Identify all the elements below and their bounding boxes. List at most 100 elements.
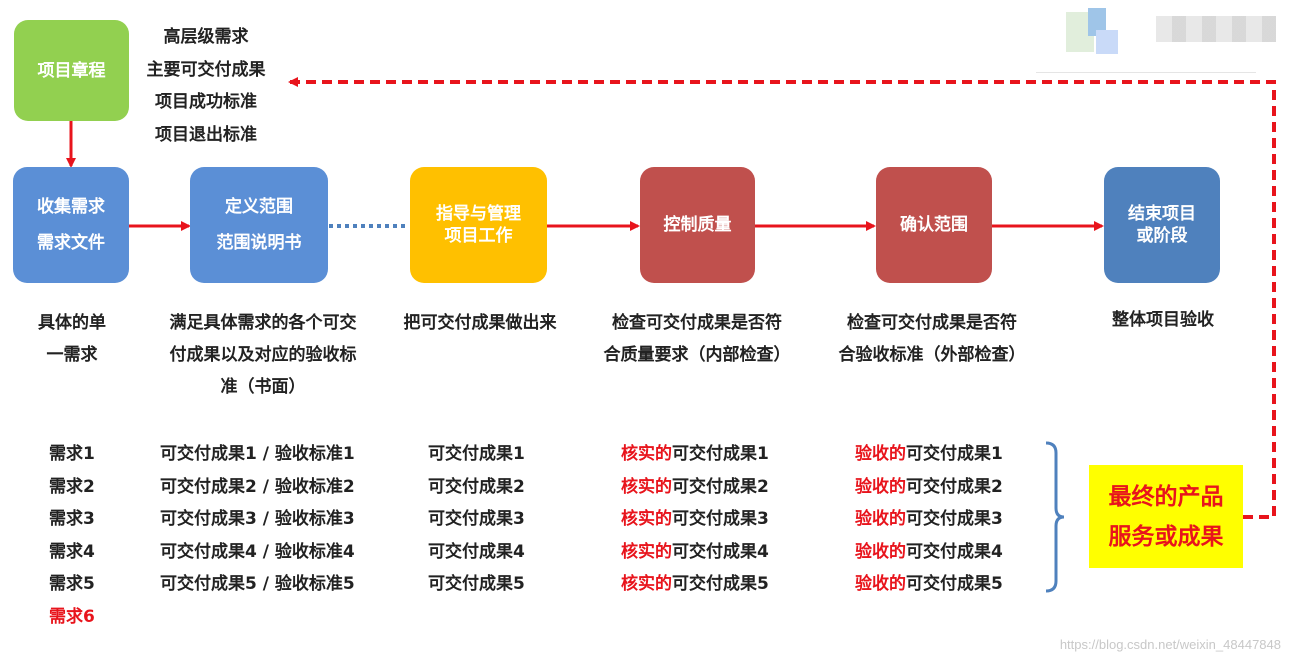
charter-output-item: 主要可交付成果 [146, 59, 266, 80]
validate-scope-desc: 检查可交付成果是否符 合验收标准（外部检查） [832, 307, 1032, 371]
direct-manage-desc: 把可交付成果做出来 [390, 307, 570, 339]
header-rule [1036, 72, 1256, 73]
requirements-list: 需求1 需求2 需求3 需求4 需求5 需求6 [49, 443, 95, 638]
desc-line: 检查可交付成果是否符 [847, 313, 1017, 333]
accepted-prefix: 验收的 [855, 541, 906, 562]
accepted-prefix: 验收的 [855, 476, 906, 497]
watermark-text: https://blog.csdn.net/weixin_48447848 [1059, 637, 1281, 652]
control-quality-box: 控制质量 [640, 167, 755, 283]
verified-item: 可交付成果5 [672, 574, 769, 594]
verified-item: 可交付成果4 [672, 541, 769, 562]
close-project-label: 结束项目 [1128, 204, 1196, 224]
list-item: 需求2 [49, 476, 95, 497]
collect-requirements-label: 收集需求 [37, 196, 105, 217]
desc-line: 付成果以及对应的验收标 [169, 345, 357, 365]
close-project-desc: 整体项目验收 [1095, 304, 1231, 336]
list-item: 可交付成果5 / 验收标准5 [160, 574, 355, 594]
accepted-item: 可交付成果3 [906, 509, 1003, 529]
verified-item: 可交付成果3 [672, 509, 769, 529]
list-item: 可交付成果5 [428, 574, 525, 594]
list-item: 核实的可交付成果4 [621, 541, 769, 574]
list-item: 需求1 [49, 444, 95, 464]
desc-line: 检查可交付成果是否符 [612, 313, 782, 333]
accepted-item: 可交付成果1 [906, 444, 1003, 464]
list-item: 可交付成果4 [428, 541, 525, 562]
accepted-bracket [1045, 441, 1065, 593]
accepted-prefix: 验收的 [855, 509, 906, 529]
direct-manage-work-box: 指导与管理 项目工作 [410, 167, 547, 283]
desc-line: 具体的单 [38, 313, 106, 333]
verified-prefix: 核实的 [621, 476, 672, 497]
new-requirement-item: 需求6 [49, 606, 95, 627]
scope-statement-label: 范围说明书 [216, 233, 302, 254]
desc-line: 满足具体需求的各个可交 [169, 313, 357, 333]
charter-output-item: 高层级需求 [163, 27, 249, 47]
verified-prefix: 核实的 [621, 541, 672, 562]
final-output-line: 最终的产品 [1108, 483, 1224, 510]
list-item: 可交付成果4 / 验收标准4 [160, 541, 355, 562]
charter-outputs: 高层级需求 主要可交付成果 项目成功标准 项目退出标准 [143, 26, 269, 156]
verified-item: 可交付成果1 [672, 444, 769, 464]
accepted-item: 可交付成果2 [906, 476, 1003, 497]
list-item: 核实的可交付成果1 [621, 443, 769, 476]
verified-prefix: 核实的 [621, 574, 672, 594]
define-scope-desc: 满足具体需求的各个可交 付成果以及对应的验收标 准（书面） [158, 307, 368, 403]
project-charter-box: 项目章程 [14, 20, 129, 121]
verified-prefix: 核实的 [621, 509, 672, 529]
deliverables-criteria-list: 可交付成果1 / 验收标准1 可交付成果2 / 验收标准2 可交付成果3 / 验… [160, 443, 355, 606]
accepted-item: 可交付成果5 [906, 574, 1003, 594]
accepted-item: 可交付成果4 [906, 541, 1003, 562]
control-quality-desc: 检查可交付成果是否符 合质量要求（内部检查） [597, 307, 797, 371]
accepted-deliverables-list: 验收的可交付成果1 验收的可交付成果2 验收的可交付成果3 验收的可交付成果4 … [855, 443, 1003, 606]
charter-output-item: 项目退出标准 [155, 124, 257, 145]
feedback-loop-line [288, 77, 1276, 519]
list-item: 验收的可交付成果4 [855, 541, 1003, 574]
validate-scope-label: 确认范围 [900, 215, 968, 235]
close-project-box: 结束项目 或阶段 [1104, 167, 1220, 283]
deliverables-list: 可交付成果1 可交付成果2 可交付成果3 可交付成果4 可交付成果5 [428, 443, 525, 606]
list-item: 需求5 [49, 574, 95, 594]
list-item: 可交付成果1 [428, 444, 525, 464]
desc-line: 整体项目验收 [1112, 310, 1214, 330]
collect-requirements-desc: 具体的单 一需求 [22, 307, 122, 371]
list-item: 可交付成果3 [428, 509, 525, 529]
list-item: 可交付成果3 / 验收标准3 [160, 509, 355, 529]
list-item: 验收的可交付成果5 [855, 573, 1003, 606]
project-charter-label: 项目章程 [37, 60, 106, 81]
blurred-brand-text [1156, 16, 1276, 42]
desc-line: 准（书面） [220, 377, 306, 397]
or-phase-label: 或阶段 [1136, 226, 1188, 246]
charter-output-item: 项目成功标准 [155, 92, 257, 112]
accepted-prefix: 验收的 [855, 444, 906, 464]
list-item: 验收的可交付成果2 [855, 476, 1003, 509]
list-item: 可交付成果2 / 验收标准2 [160, 476, 355, 497]
collect-requirements-box: 收集需求 需求文件 [13, 167, 129, 283]
verified-deliverables-list: 核实的可交付成果1 核实的可交付成果2 核实的可交付成果3 核实的可交付成果4 … [621, 443, 769, 606]
list-item: 核实的可交付成果3 [621, 508, 769, 541]
define-scope-box: 定义范围 范围说明书 [190, 167, 328, 283]
list-item: 可交付成果1 / 验收标准1 [160, 444, 355, 464]
list-item: 需求3 [49, 509, 95, 529]
final-output-line: 服务或成果 [1108, 523, 1224, 550]
desc-line: 合质量要求（内部检查） [603, 345, 791, 365]
desc-line: 一需求 [46, 345, 98, 365]
direct-manage-label: 指导与管理 [436, 204, 521, 224]
desc-line: 把可交付成果做出来 [403, 313, 557, 333]
list-item: 验收的可交付成果3 [855, 508, 1003, 541]
list-item: 验收的可交付成果1 [855, 443, 1003, 476]
list-item: 可交付成果2 [428, 476, 525, 497]
define-scope-label: 定义范围 [225, 196, 293, 217]
validate-scope-box: 确认范围 [876, 167, 992, 283]
list-item: 需求4 [49, 541, 95, 562]
verified-prefix: 核实的 [621, 444, 672, 464]
desc-line: 合验收标准（外部检查） [838, 345, 1026, 365]
project-work-label: 项目工作 [444, 226, 513, 246]
blurred-logo-icon [1066, 8, 1126, 58]
control-quality-label: 控制质量 [663, 215, 732, 235]
verified-item: 可交付成果2 [672, 476, 769, 497]
requirements-document-label: 需求文件 [37, 233, 105, 254]
accepted-prefix: 验收的 [855, 574, 906, 594]
list-item: 核实的可交付成果5 [621, 573, 769, 606]
list-item: 核实的可交付成果2 [621, 476, 769, 509]
